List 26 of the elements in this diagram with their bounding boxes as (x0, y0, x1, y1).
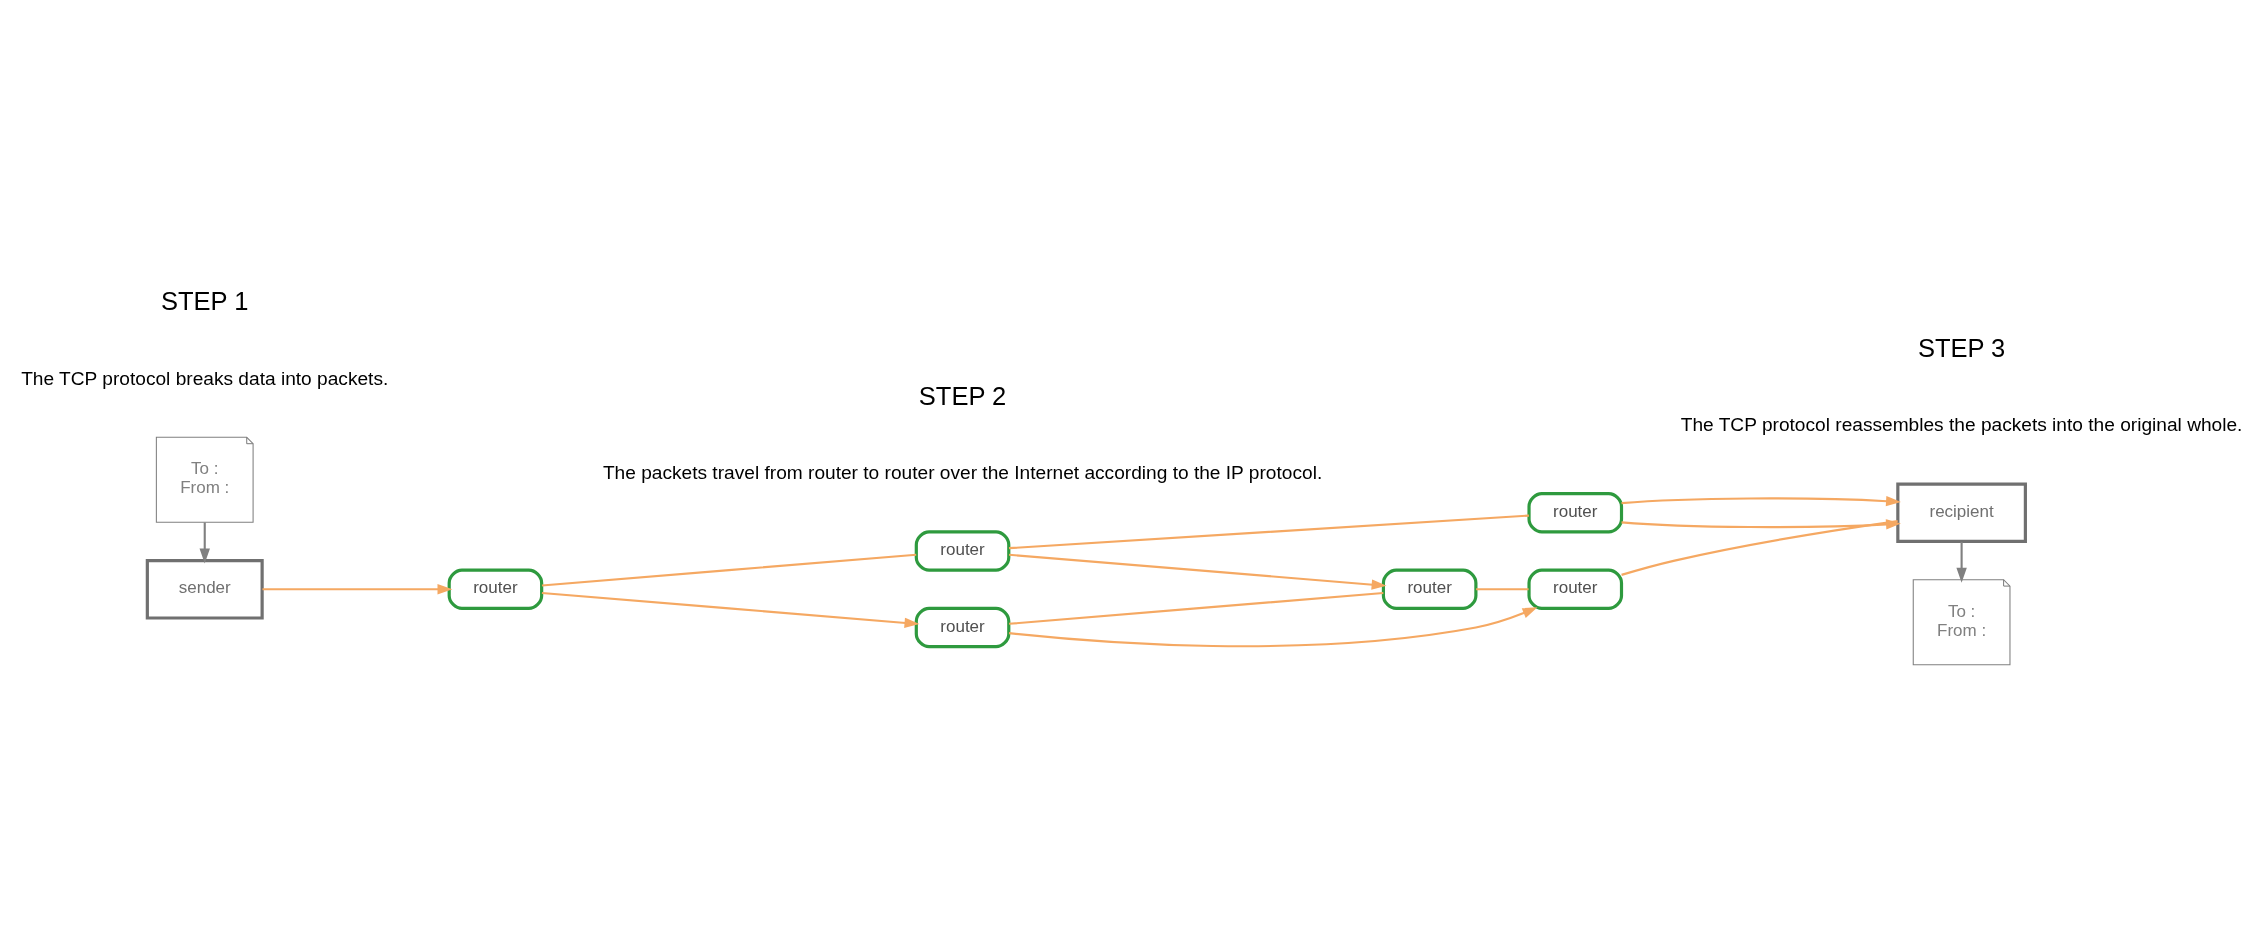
node-box: sender (145, 558, 264, 620)
connector (541, 553, 917, 587)
arrow (262, 583, 453, 594)
label: The TCP protocol reassembles the packets into the original whole. (1680, 413, 2243, 435)
arrow (1008, 606, 1538, 647)
arrow (1956, 541, 1967, 583)
label: STEP 2 (918, 381, 1007, 410)
arrow (541, 591, 920, 628)
connector (1476, 587, 1529, 590)
node-box: recipient (1896, 481, 2027, 543)
node-box: router (914, 606, 1011, 648)
node-box: router (1527, 491, 1624, 533)
node-box: router (1527, 568, 1624, 610)
label: STEP 1 (161, 286, 249, 315)
arrow (199, 522, 210, 563)
node-box: router (914, 529, 1011, 572)
arrow (1008, 553, 1387, 590)
connector (1008, 514, 1529, 549)
label: STEP 3 (1917, 333, 2006, 362)
connector (1621, 519, 1898, 576)
connector (1008, 591, 1384, 625)
label: The packets travel from router to router over the Internet according to the IP protocol. (602, 461, 1323, 483)
label: The TCP protocol breaks data into packets. (21, 367, 389, 389)
node-box: router (447, 568, 544, 610)
node-box: router (1381, 568, 1478, 610)
arrow (1621, 495, 1901, 506)
